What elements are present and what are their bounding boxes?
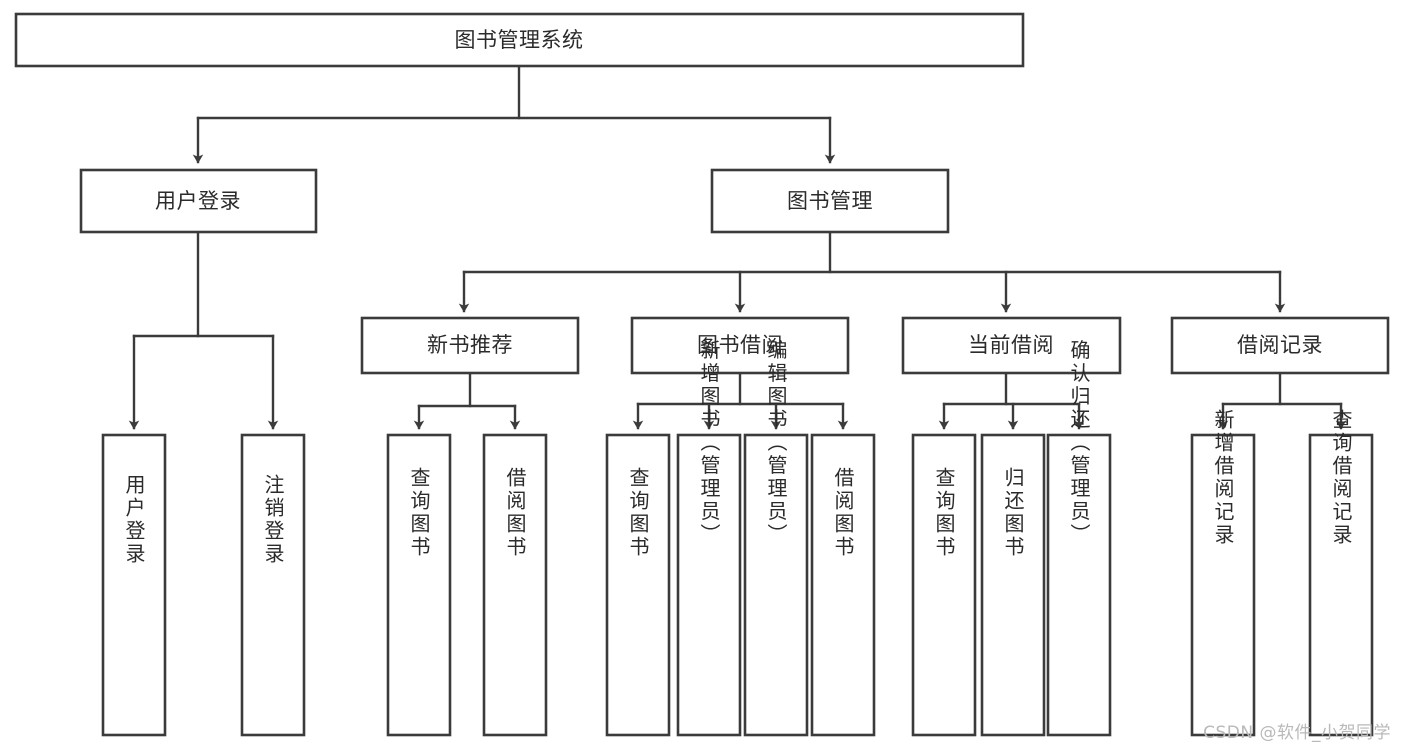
node-root[interactable]: 图书管理系统 (14, 12, 1025, 68)
node-new-book-recommend-label: 新书推荐 (427, 333, 513, 357)
connector-group (128, 64, 1347, 430)
node-leaf-query-book-1-box[interactable] (386, 433, 452, 737)
node-leaf-query-record-box[interactable] (1308, 433, 1374, 737)
node-root-box[interactable] (14, 12, 1025, 68)
node-leaf-query-book-3-label: 查询图书 (932, 467, 956, 559)
node-leaf-add-book-box[interactable] (676, 433, 742, 737)
node-user-login-label: 用户登录 (155, 189, 241, 213)
node-leaf-return-book-box[interactable] (980, 433, 1046, 737)
node-leaf-query-book-2-box[interactable] (605, 433, 671, 737)
node-leaf-confirm-return[interactable]: 确认归还（管理员） (1046, 339, 1112, 737)
node-leaf-add-record-label: 新增借阅记录 (1211, 409, 1235, 547)
node-book-borrow-box[interactable] (630, 316, 850, 375)
node-leaf-logout[interactable]: 注销登录 (240, 433, 306, 737)
node-leaf-borrow-book-2[interactable]: 借阅图书 (810, 433, 876, 737)
node-leaf-confirm-return-box[interactable] (1046, 433, 1112, 737)
node-current-borrow-label: 当前借阅 (968, 333, 1054, 357)
node-book-manage-box[interactable] (710, 168, 950, 234)
node-leaf-add-book-label: 新增图书（管理员） (697, 339, 721, 546)
node-leaf-borrow-book-2-label: 借阅图书 (831, 467, 855, 559)
node-leaf-query-record-label: 查询借阅记录 (1329, 409, 1353, 547)
node-user-login[interactable]: 用户登录 (79, 168, 318, 234)
node-borrow-record-label: 借阅记录 (1237, 333, 1323, 357)
node-leaf-edit-book-box[interactable] (743, 433, 809, 737)
node-leaf-query-book-3-box[interactable] (911, 433, 977, 737)
node-root-label: 图书管理系统 (455, 28, 584, 52)
node-leaf-user-login-label: 用户登录 (122, 474, 146, 566)
node-book-manage-label: 图书管理 (787, 189, 873, 213)
node-leaf-query-book-2-label: 查询图书 (626, 467, 650, 559)
node-leaf-confirm-return-label: 确认归还（管理员） (1067, 339, 1091, 546)
node-leaf-user-login-box[interactable] (101, 433, 167, 737)
node-leaf-add-record[interactable]: 新增借阅记录 (1190, 409, 1256, 737)
node-leaf-query-book-1[interactable]: 查询图书 (386, 433, 452, 737)
node-leaf-return-book-label: 归还图书 (1001, 467, 1025, 559)
node-new-book-recommend-box[interactable] (360, 316, 580, 375)
node-leaf-query-book-2[interactable]: 查询图书 (605, 433, 671, 737)
node-leaf-user-login[interactable]: 用户登录 (101, 433, 167, 737)
node-leaf-logout-label: 注销登录 (261, 474, 285, 566)
node-leaf-query-book-3[interactable]: 查询图书 (911, 433, 977, 737)
node-borrow-record[interactable]: 借阅记录 (1170, 316, 1390, 375)
node-leaf-borrow-book-2-box[interactable] (810, 433, 876, 737)
node-leaf-add-record-box[interactable] (1190, 433, 1256, 737)
node-leaf-logout-box[interactable] (240, 433, 306, 737)
node-book-manage[interactable]: 图书管理 (710, 168, 950, 234)
node-leaf-add-book[interactable]: 新增图书（管理员） (676, 339, 742, 737)
node-leaf-return-book[interactable]: 归还图书 (980, 433, 1046, 737)
node-leaf-borrow-book-1[interactable]: 借阅图书 (482, 433, 548, 737)
node-leaf-query-book-1-label: 查询图书 (407, 467, 431, 559)
node-book-borrow-label: 图书借阅 (697, 333, 783, 357)
node-current-borrow-box[interactable] (901, 316, 1122, 375)
node-leaf-borrow-book-1-label: 借阅图书 (503, 467, 527, 559)
node-book-borrow[interactable]: 图书借阅 (630, 316, 850, 375)
node-leaf-borrow-book-1-box[interactable] (482, 433, 548, 737)
node-leaf-edit-book-label: 编辑图书（管理员） (764, 339, 788, 546)
node-user-login-box[interactable] (79, 168, 318, 234)
node-current-borrow[interactable]: 当前借阅 (901, 316, 1122, 375)
node-borrow-record-box[interactable] (1170, 316, 1390, 375)
node-leaf-edit-book[interactable]: 编辑图书（管理员） (743, 339, 809, 737)
node-new-book-recommend[interactable]: 新书推荐 (360, 316, 580, 375)
node-leaf-query-record[interactable]: 查询借阅记录 (1308, 409, 1374, 737)
